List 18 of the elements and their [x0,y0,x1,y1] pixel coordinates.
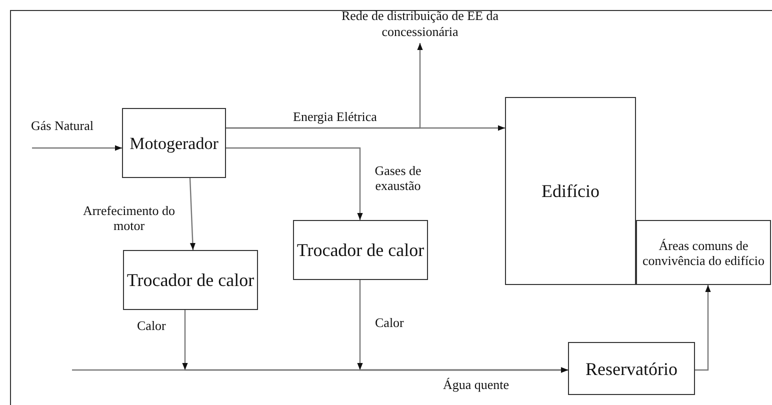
arrow [695,285,711,371]
building-box: Edifício [505,97,636,285]
arrow [32,145,122,151]
process-box: Trocador de calor [293,220,428,280]
edge-label: Calor [374,315,405,330]
process-box: Áreas comuns de convivência do edifício [636,220,771,285]
edge-label: Calor [136,318,167,333]
process-box: Motogerador [122,108,226,178]
arrow [226,43,423,129]
process-box: Trocador de calor [123,250,258,310]
arrow [72,367,568,373]
destination-label: Rede de distribuição de EE da concessionária [340,8,500,40]
process-box: Reservatório [568,342,695,395]
edge-label: Energia Elétrica [292,109,378,124]
edge-label: Gás Natural [30,118,94,133]
arrow [189,178,196,250]
arrow [226,147,363,220]
edge-label: Água quente [442,377,510,392]
